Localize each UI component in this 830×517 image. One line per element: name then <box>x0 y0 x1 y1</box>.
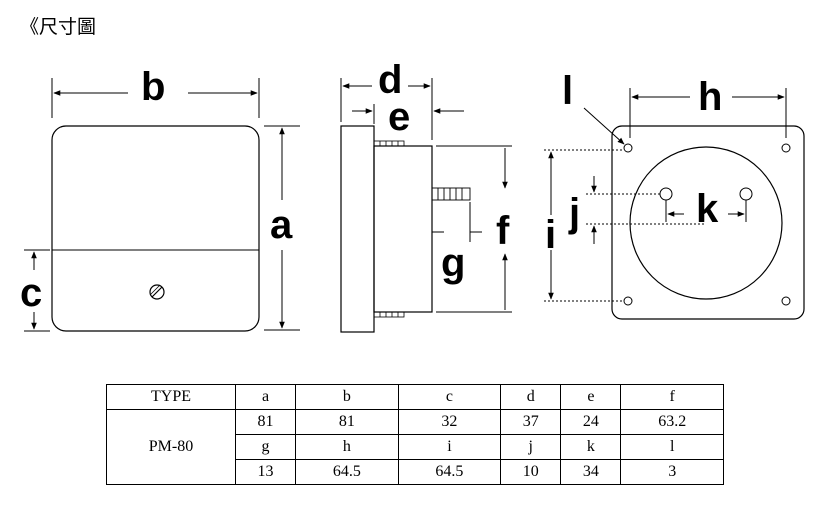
table-cell: d <box>500 384 562 410</box>
label-f: f <box>496 209 510 253</box>
table-cell: a <box>234 384 297 410</box>
terminal-stud <box>431 187 471 201</box>
spec-table: TYPE a b c d e f PM-80 81 81 32 37 24 63… <box>106 384 724 485</box>
label-j: j <box>568 191 580 235</box>
table-cell: 81 <box>295 409 399 435</box>
table-cell: i <box>397 434 502 460</box>
label-h: h <box>698 75 722 119</box>
dimension-drawing: b a c d e f g h i j k l <box>20 58 805 333</box>
label-c: c <box>20 271 42 315</box>
table-row: g h i j k l <box>107 434 724 460</box>
table-cell: f <box>620 384 724 410</box>
front-view <box>24 78 300 332</box>
table-row: TYPE a b c d e f <box>106 384 724 410</box>
table-row: 13 64.5 64.5 10 34 3 <box>107 459 724 485</box>
page-title: 《尺寸圖 <box>20 16 97 38</box>
rear-view <box>544 88 805 320</box>
label-b: b <box>141 65 165 109</box>
table-cell: e <box>560 384 622 410</box>
table-cell: 32 <box>397 409 502 435</box>
side-view <box>340 78 512 333</box>
label-e: e <box>388 95 410 139</box>
table-cell: 34 <box>560 459 622 485</box>
table-row: PM-80 81 81 32 37 24 63.2 <box>106 409 724 485</box>
zero-adjust-screw-icon <box>149 284 165 300</box>
table-cell: 81 <box>234 409 297 435</box>
table-cell: 24 <box>560 409 622 435</box>
table-cell: 64.5 <box>295 459 399 485</box>
label-a: a <box>270 203 293 247</box>
table-cell: 64.5 <box>397 459 502 485</box>
label-l: l <box>562 69 573 113</box>
table-cell: h <box>295 434 399 460</box>
label-k: k <box>696 187 719 231</box>
label-d: d <box>378 58 402 102</box>
table-cell: b <box>295 384 399 410</box>
label-g: g <box>441 241 465 285</box>
table-cell: 13 <box>234 459 297 485</box>
model-cell: PM-80 <box>106 409 236 485</box>
table-cell: c <box>397 384 502 410</box>
type-header-cell: TYPE <box>106 384 236 410</box>
table-cell: 10 <box>500 459 562 485</box>
table-cell: l <box>620 434 724 460</box>
table-cell: 37 <box>500 409 562 435</box>
table-cell: g <box>234 434 297 460</box>
table-cell: k <box>560 434 622 460</box>
label-i: i <box>545 213 556 257</box>
table-cell: 63.2 <box>620 409 724 435</box>
table-cell: j <box>500 434 562 460</box>
table-cell: 3 <box>620 459 724 485</box>
